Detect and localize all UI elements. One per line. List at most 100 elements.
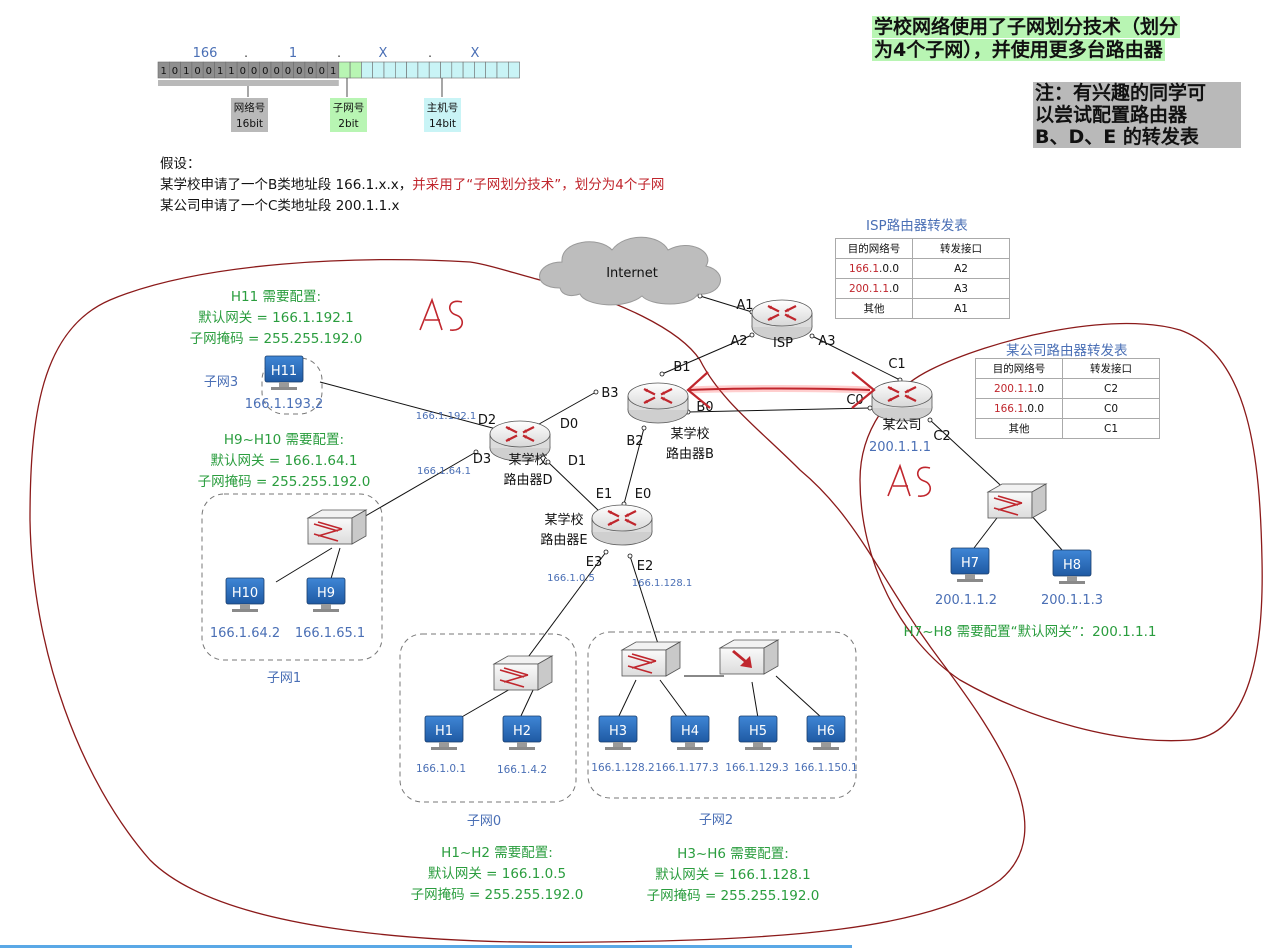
link-switch0-h1 xyxy=(459,687,513,719)
port-label: E2 xyxy=(637,559,654,574)
bit-cell xyxy=(462,61,475,79)
host-name: H4 xyxy=(681,724,699,739)
switch-subnet0[interactable] xyxy=(492,655,554,691)
link-switch2-h4 xyxy=(659,679,689,719)
school-router-e[interactable] xyxy=(591,504,653,546)
bit-cell xyxy=(440,61,453,79)
port-label: A2 xyxy=(730,334,747,349)
config-h3-h6: 默认网关 = 166.1.128.1 xyxy=(655,867,810,883)
bit-value: 0 xyxy=(206,66,212,77)
bit-cell xyxy=(417,61,430,79)
port-label: D1 xyxy=(568,454,586,469)
title-line-1: 学校网络使用了子网划分技术（划分 xyxy=(872,16,1181,38)
bit-value: 1 xyxy=(160,66,166,77)
bit-value: 0 xyxy=(307,66,313,77)
dest-cell: 其他 xyxy=(835,298,913,319)
link-switch-h7 xyxy=(973,513,1001,549)
host-name: H3 xyxy=(609,724,627,739)
l3-switch-subnet2[interactable] xyxy=(718,639,780,675)
school-router-b[interactable] xyxy=(627,382,689,424)
subnet-bits-tag-bits: 2bit xyxy=(338,118,358,130)
port-label: A3 xyxy=(818,334,835,349)
subnet0-label: 子网0 xyxy=(467,814,501,829)
host-h4[interactable]: H4 xyxy=(670,715,710,750)
port-dot xyxy=(927,417,933,423)
bit-value: 0 xyxy=(240,66,246,77)
bit-cell xyxy=(338,61,351,79)
port-label: C1 xyxy=(888,357,905,372)
host-h11[interactable]: H11 xyxy=(264,355,304,390)
octet-label-4: X xyxy=(471,46,480,61)
company-router-name: 某公司 xyxy=(882,418,921,433)
subnet0-box xyxy=(399,633,577,803)
host-ip: 166.1.0.1 xyxy=(416,763,466,775)
host-h8[interactable]: H8 xyxy=(1052,549,1092,584)
company-table-caption: 某公司路由器转发表 xyxy=(1006,343,1128,359)
dest-cell: 其他 xyxy=(975,418,1063,439)
host-h2[interactable]: H2 xyxy=(502,715,542,750)
host-h3[interactable]: H3 xyxy=(598,715,638,750)
as-label-company-text: AS xyxy=(0,0,2,1)
host-h7[interactable]: H7 xyxy=(950,547,990,582)
bit-value: 1 xyxy=(183,66,189,77)
host-name: H8 xyxy=(1063,558,1081,573)
port-dot xyxy=(603,549,609,555)
router-e-ip-e3: 166.1.0.5 xyxy=(547,573,595,584)
host-h5[interactable]: H5 xyxy=(738,715,778,750)
as-label-school xyxy=(419,297,463,331)
assumption-line-2: 某学校申请了一个B类地址段 166.1.x.x，并采用了“子网划分技术”，划分为… xyxy=(160,175,664,196)
switch-subnet2[interactable] xyxy=(620,641,682,677)
port-dot xyxy=(627,553,633,559)
router-b-name-2: 路由器B xyxy=(666,446,714,462)
link-switch2-h3 xyxy=(617,679,637,719)
bit-value: 0 xyxy=(285,66,291,77)
subnet-bits-tag-label: 子网号 xyxy=(333,102,365,114)
dest-cell: 200.1.1.0 xyxy=(835,278,913,299)
link-b-company xyxy=(687,407,871,413)
link-switch1-h10 xyxy=(275,547,333,583)
port-dot xyxy=(641,425,647,431)
link-company-switch xyxy=(929,419,1011,495)
host-h9[interactable]: H9 xyxy=(306,577,346,612)
port-dot xyxy=(867,405,873,411)
switch-subnet1[interactable] xyxy=(306,509,368,545)
dest-cell: 200.1.1.0 xyxy=(975,378,1063,399)
bit-value: 1 xyxy=(330,66,336,77)
link-b-isp xyxy=(661,334,753,375)
octet-dot: . xyxy=(428,46,432,60)
router-arrows-icon xyxy=(643,388,673,404)
as-label-company xyxy=(887,463,931,497)
bit-cell xyxy=(361,61,373,79)
isp-router[interactable] xyxy=(751,299,813,341)
router-e-ip-e2: 166.1.128.1 xyxy=(632,578,692,589)
switch-company[interactable] xyxy=(986,483,1048,519)
link-e-switch0 xyxy=(519,551,607,669)
link-b-d xyxy=(531,391,597,429)
bit-cell xyxy=(496,61,509,79)
host-h10[interactable]: H10 xyxy=(225,577,265,612)
host-ip: 166.1.129.3 xyxy=(725,762,788,774)
port-dot xyxy=(593,389,599,395)
host-bits-tag-bits: 14bit xyxy=(429,118,456,130)
bit-cell xyxy=(349,61,362,79)
host-ip: 166.1.177.3 xyxy=(655,762,718,774)
note-line-2: 以尝试配置路由器 xyxy=(1035,104,1188,126)
bit-value: 0 xyxy=(262,66,268,77)
host-name: H9 xyxy=(317,586,335,601)
school-router-d[interactable] xyxy=(489,420,551,462)
company-router[interactable] xyxy=(871,380,933,422)
router-arrows-icon xyxy=(887,386,917,402)
host-h1[interactable]: H1 xyxy=(424,715,464,750)
network-bits-tag xyxy=(231,98,268,132)
port-dot xyxy=(809,333,815,339)
as-boundary-company xyxy=(859,322,1263,742)
header-dest: 目的网络号 xyxy=(835,238,913,259)
port-label: E0 xyxy=(635,487,652,502)
bit-value: 0 xyxy=(273,66,279,77)
host-h6[interactable]: H6 xyxy=(806,715,846,750)
bit-value: 0 xyxy=(296,66,302,77)
port-label: E1 xyxy=(596,487,613,502)
